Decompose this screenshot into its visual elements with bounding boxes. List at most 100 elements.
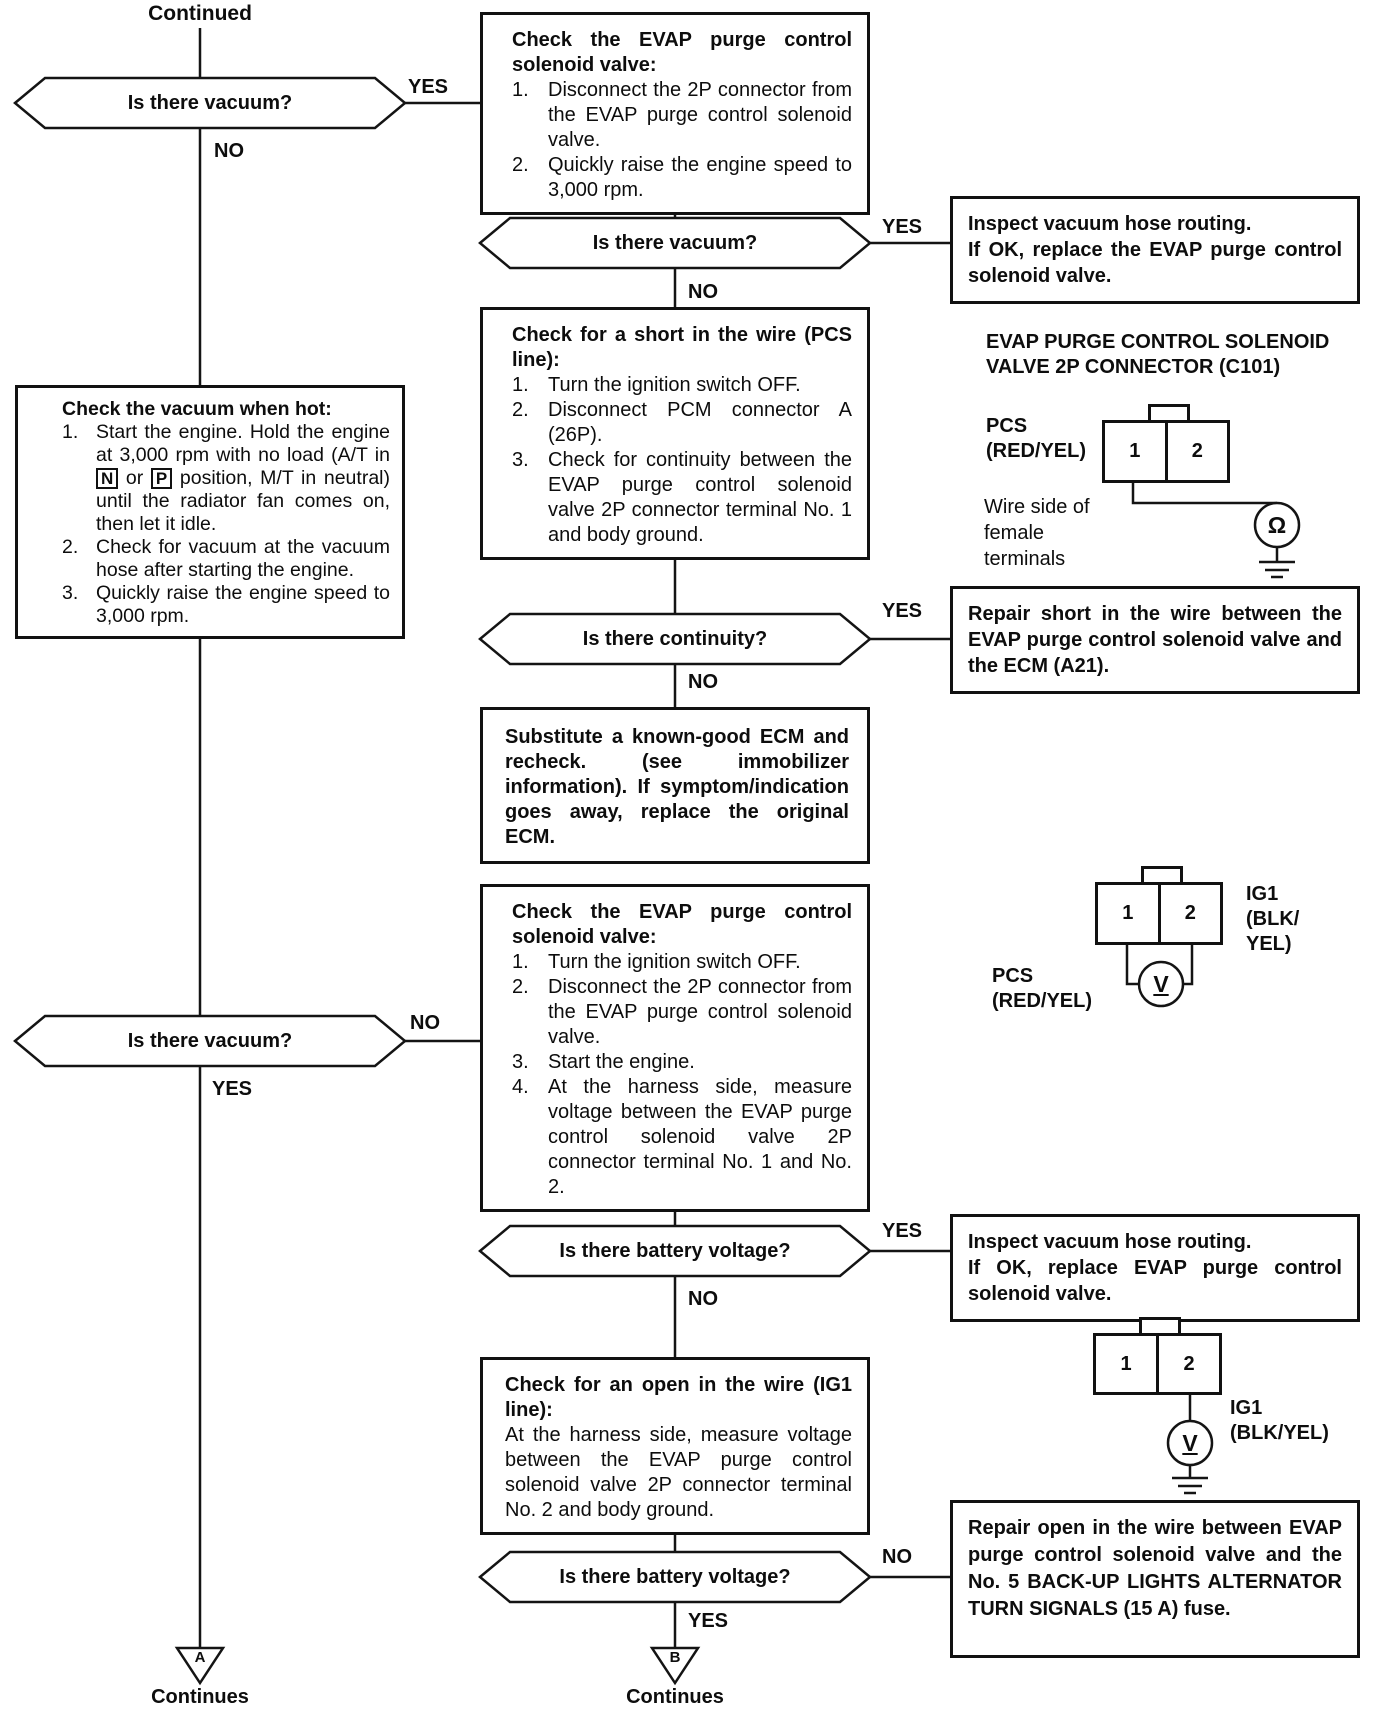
step-text: Turn the ignition switch OFF. <box>548 951 801 973</box>
step-number: 2. <box>62 536 79 558</box>
step-text: Check for continuity between the EVAP pu… <box>548 449 852 546</box>
decision-vacuum1-label: Is there vacuum? <box>127 92 293 114</box>
step-text: Disconnect the 2P connector from the EVA… <box>548 976 852 1048</box>
box-title: Check the vacuum when hot: <box>62 398 332 420</box>
voltmeter-glyph: V <box>1182 1429 1198 1456</box>
decision-battery2-label: Is there battery voltage? <box>559 1566 791 1588</box>
list-item: 4. At the harness side, measure voltage … <box>512 1075 852 1200</box>
connector-ig1-pcs-housing: 1 2 <box>1095 882 1223 945</box>
list-item: 1. Turn the ignition switch OFF. <box>512 373 852 398</box>
box-text: Substitute a known-good ECM and recheck.… <box>505 726 849 848</box>
yes-flag: YES <box>882 216 923 238</box>
terminal-2-cell: 2 <box>1157 885 1221 942</box>
list-item: 2. Check for vacuum at the vacuum hose a… <box>62 536 390 582</box>
step-text: Quickly raise the engine speed to 3,000 … <box>96 582 390 627</box>
step-text: Disconnect the 2P connector from the EVA… <box>548 79 852 151</box>
yes-flag: YES <box>688 1610 729 1632</box>
step-number: 1. <box>512 374 529 396</box>
process-box-check-evap-valve-2: Check the EVAP purge control solenoid va… <box>480 884 870 1212</box>
action-box-repair-short: Repair short in the wire between the EVA… <box>950 586 1360 694</box>
step-number: 1. <box>512 951 529 973</box>
action-text: Repair open in the wire between EVAP pur… <box>968 1517 1342 1620</box>
step-text-segment: position, M/T in neutral) until the radi… <box>96 467 390 535</box>
voltmeter-symbol: V <box>1139 962 1183 1006</box>
terminal-2-cell: 2 <box>1164 423 1228 480</box>
step-number: 3. <box>62 582 79 604</box>
no-flag: NO <box>882 1546 912 1568</box>
connector-tab <box>1139 1317 1181 1336</box>
step-text: Disconnect PCM connector A (26P). <box>548 399 852 446</box>
shift-position-n-badge: N <box>96 468 119 489</box>
list-item: 3. Start the engine. <box>512 1050 852 1075</box>
box-title: Check the EVAP purge control solenoid va… <box>512 901 852 948</box>
no-flag: NO <box>688 281 718 303</box>
connector-ig1-housing: 1 2 <box>1093 1333 1222 1395</box>
step-text-segment: Start the engine. Hold the engine at 3,0… <box>96 421 390 466</box>
no-flag: NO <box>214 140 244 162</box>
decision-hexagon-vacuum2 <box>478 216 872 270</box>
process-box-check-vacuum-hot: Check the vacuum when hot: 1. Start the … <box>15 385 405 639</box>
step-number: 2. <box>512 399 529 421</box>
list-item: 3. Check for continuity between the EVAP… <box>512 448 852 548</box>
action-box-inspect-routing-2: Inspect vacuum hose routing. If OK, repl… <box>950 1214 1360 1322</box>
box-title: Check the EVAP purge control solenoid va… <box>512 29 852 76</box>
action-line: If OK, replace EVAP purge control soleno… <box>968 1257 1342 1305</box>
list-item: 1. Start the engine. Hold the engine at … <box>62 421 390 536</box>
step-text: Turn the ignition switch OFF. <box>548 374 801 396</box>
step-text: Start the engine. <box>548 1051 695 1073</box>
yes-flag: YES <box>212 1078 253 1100</box>
voltmeter-glyph: V <box>1153 970 1169 997</box>
decision-continuity-label: Is there continuity? <box>582 628 768 650</box>
action-box-inspect-routing-1: Inspect vacuum hose routing. If OK, repl… <box>950 196 1360 304</box>
decision-battery1-label: Is there battery voltage? <box>559 1240 791 1262</box>
step-text-segment: or <box>118 467 151 489</box>
list-item: 2. Disconnect the 2P connector from the … <box>512 975 852 1050</box>
decision-hexagon-battery2 <box>478 1550 872 1604</box>
wire-voltmeter-right <box>1183 945 1194 986</box>
action-line: Inspect vacuum hose routing. <box>968 213 1252 235</box>
continuation-triangle-a <box>174 1646 226 1686</box>
action-line: Inspect vacuum hose routing. <box>968 1231 1252 1253</box>
process-box-check-open-ig1: Check for an open in the wire (IG1 line)… <box>480 1357 870 1535</box>
step-text: Check for vacuum at the vacuum hose afte… <box>96 536 390 581</box>
step-number: 4. <box>512 1076 529 1098</box>
connector-ig1-label: IG1 (BLK/YEL) <box>1230 1397 1329 1444</box>
terminal-1-cell: 1 <box>1120 1352 1132 1375</box>
process-box-substitute-ecm: Substitute a known-good ECM and recheck.… <box>480 707 870 864</box>
voltmeter-circle <box>1137 960 1185 1008</box>
yes-flag: YES <box>882 600 923 622</box>
step-number: 3. <box>512 449 529 471</box>
step-text: At the harness side, measure voltage bet… <box>548 1076 852 1198</box>
connector-tab <box>1148 404 1190 423</box>
list-item: 2. Disconnect PCM connector A (26P). <box>512 398 852 448</box>
yes-flag: YES <box>882 1220 923 1242</box>
ohmmeter-symbol: Ω <box>1255 503 1299 547</box>
no-flag: NO <box>688 671 718 693</box>
step-number: 1. <box>512 79 529 101</box>
step-number: 3. <box>512 1051 529 1073</box>
continues-label-left: Continues <box>151 1686 249 1708</box>
decision-vacuum3-label: Is there vacuum? <box>127 1030 293 1052</box>
step-number: 2. <box>512 154 529 176</box>
list-item: 1. Turn the ignition switch OFF. <box>512 950 852 975</box>
box-body: At the harness side, measure voltage bet… <box>505 1424 852 1521</box>
no-flag: NO <box>688 1288 718 1310</box>
connector-c101-note: Wire side of female terminals <box>984 496 1090 570</box>
terminal-1-cell: 1 <box>1122 902 1134 924</box>
decision-hexagon-vacuum1 <box>13 76 407 130</box>
voltmeter-symbol: V <box>1168 1421 1212 1465</box>
terminal-1-cell: 1 <box>1129 440 1141 462</box>
continues-label-right: Continues <box>626 1686 724 1708</box>
box-title: Check for an open in the wire (IG1 line)… <box>505 1374 852 1421</box>
wire-voltmeter-left <box>1125 945 1139 986</box>
decision-hexagon-vacuum3 <box>13 1014 407 1068</box>
no-flag: NO <box>410 1012 440 1034</box>
connector-ig1-label: IG1 (BLK/ YEL) <box>1246 883 1300 955</box>
step-number: 1. <box>62 421 79 443</box>
connector-c101-heading: EVAP PURGE CONTROL SOLENOID VALVE 2P CON… <box>986 331 1330 378</box>
continued-label: Continued <box>148 2 252 25</box>
decision-hexagon-battery1 <box>478 1224 872 1278</box>
terminal-2-cell: 2 <box>1156 1336 1219 1392</box>
list-item: 1. Disconnect the 2P connector from the … <box>512 78 852 153</box>
